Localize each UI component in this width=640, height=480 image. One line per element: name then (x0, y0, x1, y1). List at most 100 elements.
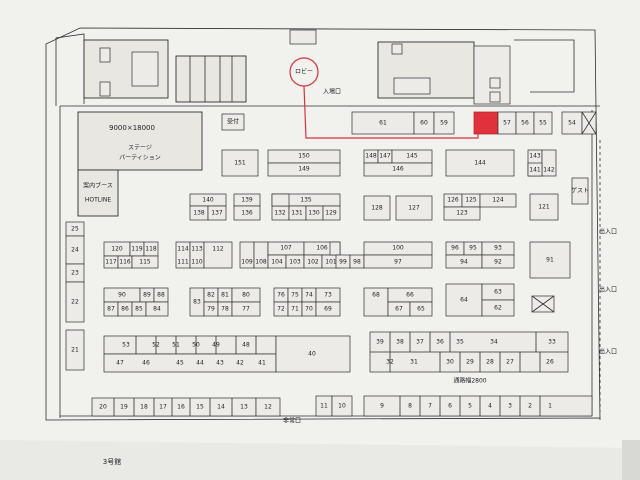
booth-68 (363, 287, 389, 317)
booth-label: 113 (191, 246, 203, 253)
booth-label: 109 (241, 259, 253, 266)
booth-label: 20 (99, 404, 107, 411)
booth-137 (207, 205, 227, 221)
booth-label: 71 (291, 306, 299, 313)
booth-10 (331, 395, 353, 417)
booth-label: 102 (307, 259, 319, 266)
booth-label: 74 (305, 292, 313, 299)
exit-label-3: 出入口 (599, 348, 617, 356)
booth-144 (445, 149, 515, 177)
booth-highlighted (473, 111, 499, 135)
booth-label: 14 (217, 404, 225, 411)
booth-label: 95 (469, 245, 477, 252)
booth-label: 124 (492, 197, 504, 204)
aisle-label: 通路幅2800 (453, 377, 486, 385)
booth-label: 78 (221, 306, 229, 313)
booth-label: 100 (392, 245, 404, 252)
hotline-area (77, 169, 119, 217)
booth-label: 121 (538, 204, 550, 211)
booth-label: 26 (546, 359, 554, 366)
booth-149 (267, 162, 341, 177)
booth-label: 147 (379, 153, 391, 160)
booth-label: 149 (298, 166, 310, 173)
booth-label: 148 (365, 153, 377, 160)
booth-label: 85 (135, 306, 143, 313)
booth-40 (275, 335, 351, 373)
booth-label: 86 (121, 306, 129, 313)
booth-77 (231, 301, 261, 317)
booth-label: 22 (71, 299, 79, 306)
booth-label: 77 (242, 306, 250, 313)
booth-label: 117 (105, 259, 117, 266)
booth-label: 45 (176, 360, 184, 367)
booth-128 (363, 195, 391, 221)
booth-label: 135 (300, 197, 312, 204)
booth-label: 80 (242, 292, 250, 299)
booth-label: 144 (474, 160, 486, 167)
booth-12 (255, 397, 281, 417)
booth-label: 34 (490, 339, 498, 346)
booth-label: 70 (305, 306, 313, 313)
booth-label: 35 (456, 339, 464, 346)
booth-92 (481, 254, 515, 269)
booth-115 (131, 255, 159, 269)
stage-area (77, 111, 203, 171)
booth-label: 66 (406, 292, 414, 299)
booth-label: 25 (71, 226, 79, 233)
booth-row-bottom-left (91, 397, 257, 417)
booth-label: 37 (416, 339, 424, 346)
booth-label: 6 (448, 403, 452, 410)
booth-label: 52 (152, 342, 160, 349)
booth-row-47 (103, 353, 277, 373)
storage-lines (189, 56, 233, 102)
booth-label: 116 (119, 259, 131, 266)
booth-label: 110 (191, 259, 203, 266)
booth-label: 72 (277, 306, 285, 313)
bottom-dividers (399, 396, 541, 416)
booth-123 (443, 206, 481, 221)
booth-label: 88 (157, 292, 165, 299)
booth-label: 125 (465, 197, 477, 204)
booth-label: 48 (242, 342, 250, 349)
booth-label: 103 (289, 259, 301, 266)
booth-label: 87 (107, 306, 115, 313)
exit-label-2: 出入口 (599, 286, 617, 294)
booth-label: 28 (486, 359, 494, 366)
booth-label: 67 (395, 306, 403, 313)
booth-label: 4 (488, 403, 492, 410)
booth-label: 96 (451, 245, 459, 252)
building-outline (45, 27, 601, 421)
booth-label: 99 (339, 259, 347, 266)
booth-label: 112 (212, 246, 224, 253)
booth-label: 90 (118, 292, 126, 299)
booth-146 (363, 162, 433, 177)
booth-label: 3 (508, 403, 512, 410)
office-label: 受付 (227, 118, 239, 126)
booth-label: 15 (196, 404, 204, 411)
bottom-dividers (113, 398, 233, 416)
booth-label: 107 (280, 245, 292, 252)
booth-label: 123 (456, 210, 468, 217)
booth-label: 138 (193, 210, 205, 217)
booth-label: 38 (396, 339, 404, 346)
booth-121 (529, 193, 559, 221)
booth-label: 129 (325, 210, 337, 217)
booth-151 (221, 149, 259, 177)
booth-label: 136 (241, 210, 253, 217)
block-dividers (370, 332, 568, 372)
booth-label: 141 (529, 167, 541, 174)
booth-label: 91 (546, 257, 554, 264)
booth-label: 1 (548, 403, 552, 410)
booth-label: 47 (116, 360, 124, 367)
booth-label: 98 (353, 259, 361, 266)
exit-label-1: 出入口 (599, 228, 617, 236)
booth-label: 17 (159, 404, 167, 411)
paper-lower (0, 440, 640, 480)
floor-title: 3号館 (103, 457, 121, 466)
booth-label: 53 (122, 342, 130, 349)
booth-label: 40 (308, 351, 316, 358)
booth-label: 7 (428, 403, 432, 410)
booth-label: 145 (406, 153, 418, 160)
booth-label: 42 (236, 360, 244, 367)
